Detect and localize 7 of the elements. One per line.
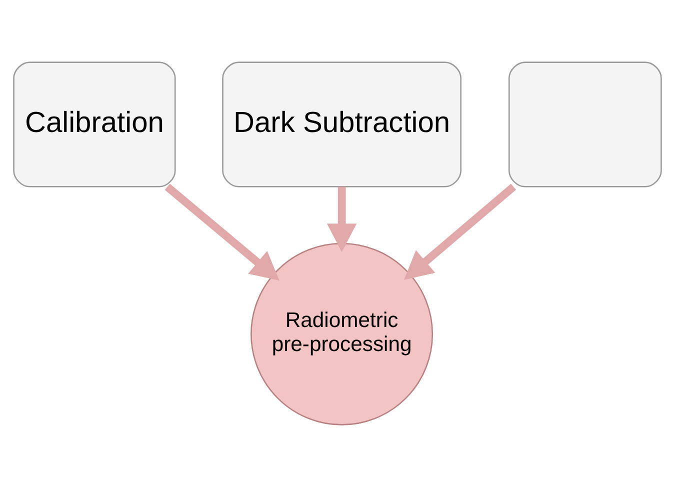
- arrow: [164, 183, 280, 280]
- arrow: [326, 186, 357, 252]
- node-box: Calibration: [13, 61, 176, 187]
- node-box: [508, 61, 662, 187]
- node-circle: Radiometric pre-processing: [250, 242, 434, 425]
- node-box: Dark Subtraction: [222, 61, 462, 187]
- arrow: [404, 183, 516, 280]
